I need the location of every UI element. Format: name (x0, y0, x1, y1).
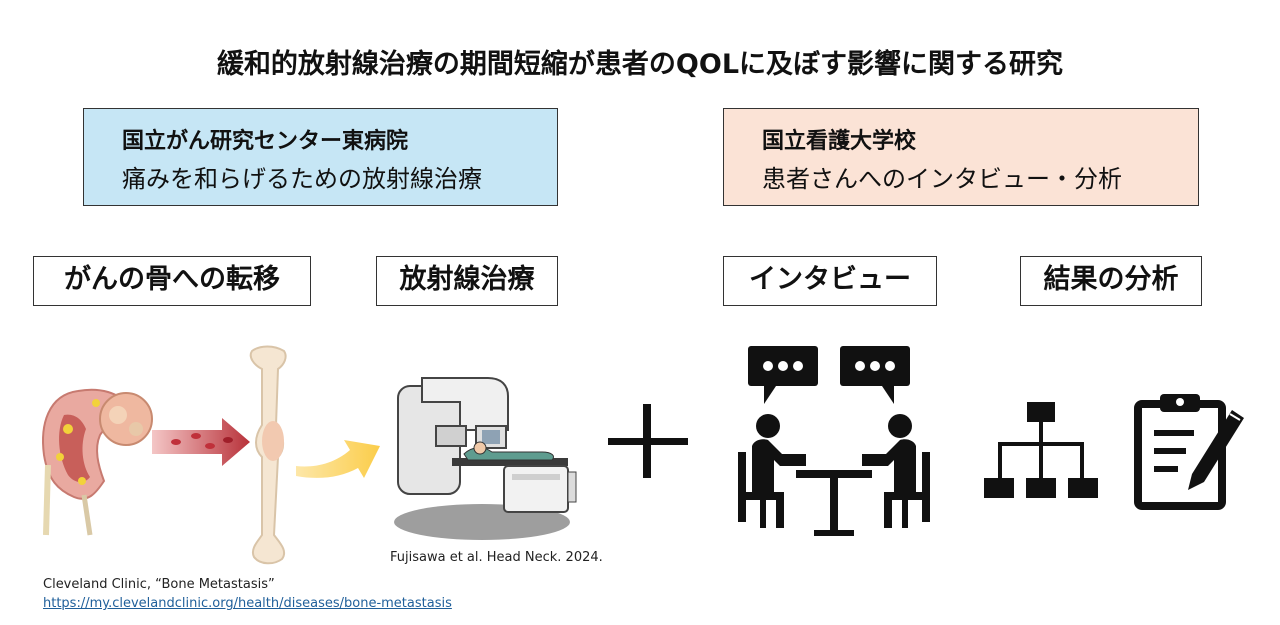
label-bone-metastasis: がんの骨への転移 (33, 256, 311, 306)
page-title: 緩和的放射線治療の期間短縮が患者のQOLに及ぼす影響に関する研究 (216, 49, 1064, 80)
left-box-subtitle: 痛みを和らげるための放射線治療 (122, 165, 482, 193)
citation-fujisawa: Fujisawa et al. Head Neck. 2024. (390, 550, 603, 565)
cleveland-clinic-link[interactable]: https://my.clevelandclinic.org/health/di… (43, 596, 452, 611)
hierarchy-chart-icon (984, 402, 1098, 498)
left-info-box: 国立がん研究センター東病院 痛みを和らげるための放射線治療 (83, 108, 558, 206)
plus-icon (608, 404, 688, 478)
clipboard-pencil-icon (1134, 394, 1244, 510)
label-radiotherapy: 放射線治療 (376, 256, 558, 306)
right-info-box: 国立看護大学校 患者さんへのインタビュー・分析 (723, 108, 1199, 206)
citation-cleveland: Cleveland Clinic, “Bone Metastasis” (43, 577, 275, 592)
right-box-subtitle: 患者さんへのインタビュー・分析 (762, 165, 1122, 193)
bone-illustration (249, 345, 287, 565)
kidney-illustration (42, 388, 153, 536)
label-analysis: 結果の分析 (1020, 256, 1202, 306)
label-interview: インタビュー (723, 256, 937, 306)
linac-machine-illustration (394, 377, 577, 540)
right-box-heading: 国立看護大学校 (762, 129, 917, 154)
yellow-arrow-icon (296, 440, 380, 478)
bloodstream-arrow-icon (152, 418, 250, 466)
left-box-heading: 国立がん研究センター東病院 (122, 129, 409, 154)
interview-icon (738, 346, 930, 536)
